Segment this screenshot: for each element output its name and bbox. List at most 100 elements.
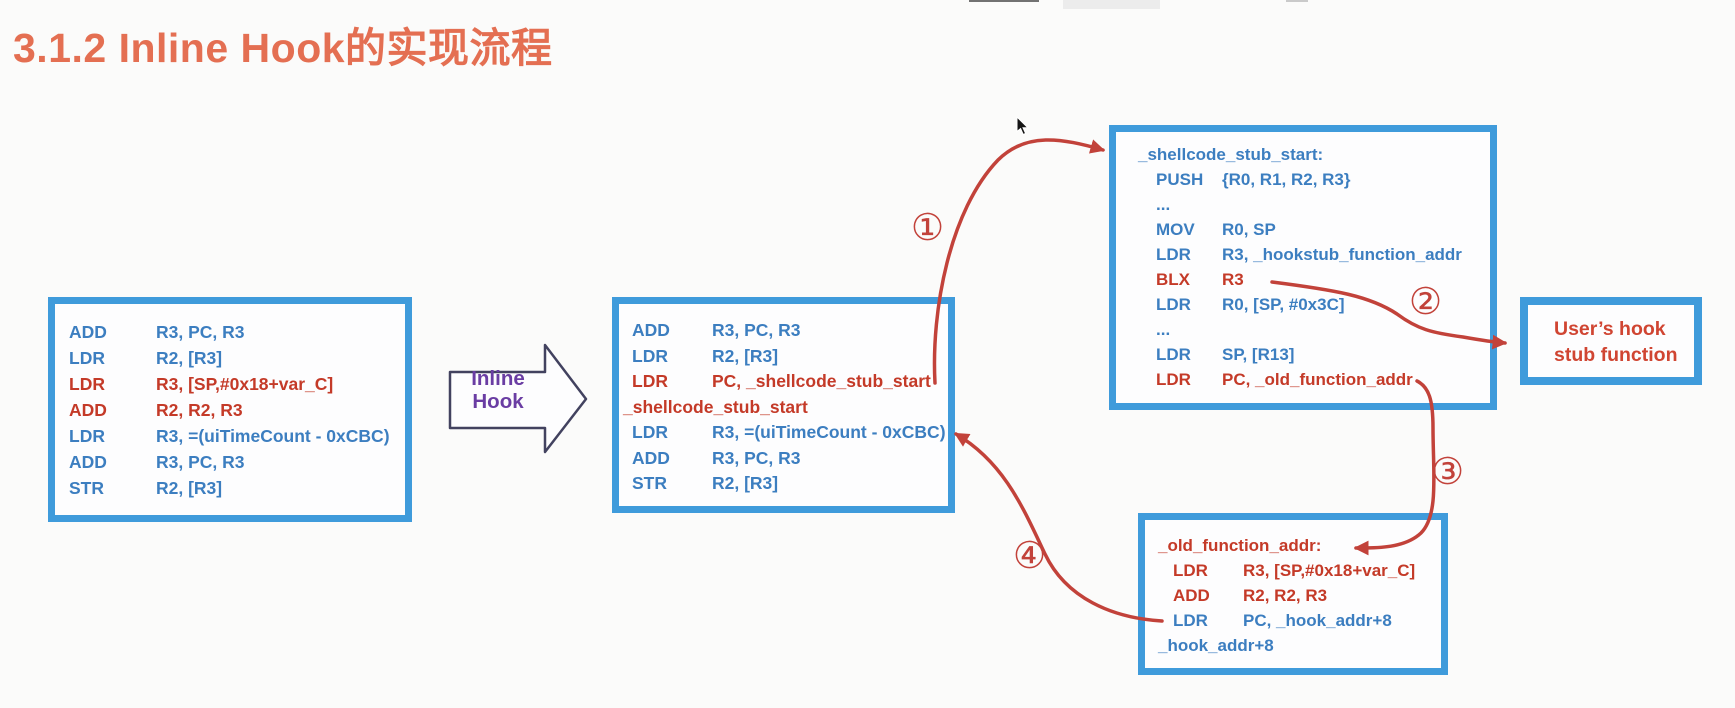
user-hook-label-line2: stub function <box>1554 344 1678 366</box>
code-line: ADD R2, R2, R3 <box>69 397 399 423</box>
inline-hook-label-line1: Inline <box>471 367 525 390</box>
operands: {R0, R1, R2, R3} <box>1222 170 1351 189</box>
operands: PC, _old_function_addr <box>1222 370 1413 389</box>
mnemonic: ADD <box>632 320 670 340</box>
user-hook-stub-box: User’s hook stub function <box>1520 297 1702 385</box>
operands: R3, PC, R3 <box>156 322 245 342</box>
operands: PC, _shellcode_stub_start <box>712 371 931 391</box>
code-label: _shellcode_stub_start: <box>1138 142 1486 167</box>
operands: R2, R2, R3 <box>1243 586 1328 605</box>
code-line: ... <box>1138 192 1486 217</box>
operands: SP, [R13] <box>1222 345 1295 364</box>
mnemonic: PUSH <box>1156 170 1204 189</box>
operands: R3, PC, R3 <box>712 447 801 468</box>
operands: R3, [SP,#0x18+var_C] <box>156 374 334 394</box>
operands: R3, _hookstub_function_addr <box>1222 245 1462 264</box>
code-line: LDR R3, [SP,#0x18+var_C] <box>1158 558 1437 583</box>
code-line: LDR R3, =(uiTimeCount - 0xCBC) <box>69 423 399 449</box>
code-line: LDR R3, =(uiTimeCount - 0xCBC) <box>623 420 946 446</box>
mnemonic: LDR <box>632 345 668 366</box>
mnemonic: LDR <box>1156 245 1191 264</box>
mnemonic: LDR <box>632 422 668 442</box>
shellcode-stub-box: _shellcode_stub_start: PUSH {R0, R1, R2, … <box>1109 125 1497 410</box>
code-line: ... <box>1138 317 1486 342</box>
user-hook-label-line1: User’s hook <box>1554 318 1666 340</box>
operands: R2, [R3] <box>156 478 223 498</box>
mnemonic: LDR <box>1156 370 1191 389</box>
code-label: _hook_addr+8 <box>1158 633 1437 658</box>
inline-hook-arrow-label: Inline Hook <box>450 367 546 413</box>
code-line: STR R2, [R3] <box>69 475 399 501</box>
mnemonic: LDR <box>69 348 105 368</box>
mnemonic: ADD <box>69 322 107 342</box>
label-text: _shellcode_stub_start: <box>1138 145 1324 164</box>
step-3-badge: ③ <box>1431 450 1465 493</box>
operands: R3, PC, R3 <box>156 452 245 472</box>
original-function-box: ADD R3, PC, R3 LDR R2, [R3] LDR R3, [SP,#0x… <box>48 297 412 522</box>
code-line: LDR R3, [SP,#0x18+var_C] <box>69 371 399 397</box>
code-line: ADD R3, PC, R3 <box>69 319 399 345</box>
label-text: _shellcode_stub_start <box>623 396 808 417</box>
mnemonic: LDR <box>1173 611 1208 630</box>
old-function-addr-box: _old_function_addr: LDR R3, [SP,#0x18+var… <box>1138 513 1448 675</box>
operands: R3, =(uiTimeCount - 0xCBC) <box>712 422 946 442</box>
mnemonic: ADD <box>69 452 107 472</box>
code-line: LDR SP, [R13] <box>1138 342 1486 367</box>
mnemonic: STR <box>69 478 104 498</box>
mnemonic: ADD <box>632 447 670 468</box>
mnemonic: LDR <box>1173 561 1208 580</box>
mnemonic: ... <box>1156 320 1171 339</box>
mnemonic: LDR <box>69 374 105 394</box>
operands: R0, [SP, #0x3C] <box>1222 295 1345 314</box>
code-line: LDR R2, [R3] <box>623 344 946 370</box>
mnemonic: STR <box>632 473 667 493</box>
code-line: LDR R2, [R3] <box>69 345 399 371</box>
inline-hook-label-line2: Hook <box>472 390 524 413</box>
operands: PC, _hook_addr+8 <box>1243 611 1392 630</box>
step-4-badge: ④ <box>1013 534 1047 577</box>
mnemonic: MOV <box>1156 220 1195 239</box>
mnemonic: ... <box>1156 195 1171 214</box>
code-line: MOV R0, SP <box>1138 217 1486 242</box>
mnemonic: ADD <box>1173 586 1210 605</box>
label-text: _old_function_addr: <box>1158 536 1322 555</box>
operands: R2, [R3] <box>156 348 223 368</box>
code-label: _shellcode_stub_start <box>623 395 946 421</box>
label-text: _hook_addr+8 <box>1158 636 1274 655</box>
top-artifact-bar <box>1063 0 1160 9</box>
step-2-badge: ② <box>1409 280 1443 323</box>
code-line: ADD R3, PC, R3 <box>623 446 946 472</box>
code-line: ADD R3, PC, R3 <box>69 449 399 475</box>
operands: R2, [R3] <box>712 345 779 366</box>
top-artifact-bar <box>1286 0 1308 2</box>
step-1-badge: ① <box>911 206 945 249</box>
code-line: LDR PC, _shellcode_stub_start <box>623 369 946 395</box>
operands: R3, =(uiTimeCount - 0xCBC) <box>156 426 390 446</box>
operands: R0, SP <box>1222 220 1276 239</box>
top-artifact-bar <box>969 0 1039 2</box>
hooked-function-box: ADD R3, PC, R3 LDR R2, [R3] LDR PC, _shellc… <box>612 297 955 513</box>
code-line: LDR R3, _hookstub_function_addr <box>1138 242 1486 267</box>
code-label: _old_function_addr: <box>1158 533 1437 558</box>
operands: R3, PC, R3 <box>712 320 801 340</box>
code-line: ADD R2, R2, R3 <box>1158 583 1437 608</box>
page-title: 3.1.2 Inline Hook的实现流程 <box>13 25 553 71</box>
code-line: LDR PC, _old_function_addr <box>1138 367 1486 392</box>
flow-arrow-4 <box>954 432 1164 623</box>
operands: R3 <box>1222 270 1244 289</box>
mnemonic: BLX <box>1156 270 1190 289</box>
operands: R2, R2, R3 <box>156 400 243 420</box>
mnemonic: LDR <box>69 426 105 446</box>
operands: R2, [R3] <box>712 473 779 493</box>
code-line: BLX R3 <box>1138 267 1486 292</box>
flow-arrow-1 <box>932 138 1106 385</box>
mnemonic: LDR <box>1156 345 1191 364</box>
operands: R3, [SP,#0x18+var_C] <box>1243 561 1416 580</box>
code-line: LDR PC, _hook_addr+8 <box>1158 608 1437 633</box>
mouse-cursor <box>1016 117 1030 136</box>
mnemonic: LDR <box>632 371 668 391</box>
mnemonic: LDR <box>1156 295 1191 314</box>
mnemonic: ADD <box>69 400 107 420</box>
code-line: STR R2, [R3] <box>623 471 946 497</box>
